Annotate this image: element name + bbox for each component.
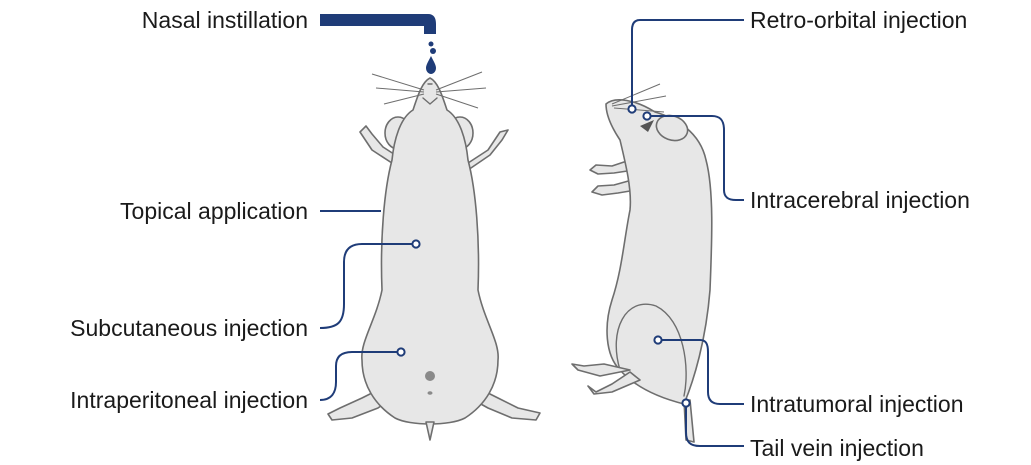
label-retro-orbital-injection: Retro-orbital injection [750,7,967,33]
tail-stub [426,422,434,440]
anus-mark [428,391,433,395]
marker-intraperitoneal [397,348,404,355]
marker-intratumoral [654,336,661,343]
label-intracerebral-injection: Intracerebral injection [750,187,970,213]
label-subcutaneous-injection: Subcutaneous injection [70,315,308,341]
leader-retro-orbital [632,20,744,105]
label-intratumoral-injection: Intratumoral injection [750,391,964,417]
marker-retro-orbital [628,105,635,112]
marker-subcutaneous [412,240,419,247]
mouse-body-side [606,100,712,404]
label-tail-vein-injection: Tail vein injection [750,435,924,461]
genital-mark [425,371,435,381]
route-labels: Nasal instillation Topical application S… [70,7,970,461]
label-nasal-instillation: Nasal instillation [142,7,308,33]
nasal-dropper [320,14,436,74]
mouse-side-view [572,84,712,442]
water-drop-icon [430,48,436,54]
mouse-ventral-view [328,72,540,440]
dropper-tube-icon [320,14,436,34]
marker-intracerebral [643,112,650,119]
leader-tail-vein [686,406,744,446]
label-topical-application: Topical application [120,198,308,224]
water-drop-icon [429,42,434,47]
water-drop-icon [426,56,436,74]
marker-tail-vein [682,399,689,406]
label-intraperitoneal-injection: Intraperitoneal injection [70,387,308,413]
